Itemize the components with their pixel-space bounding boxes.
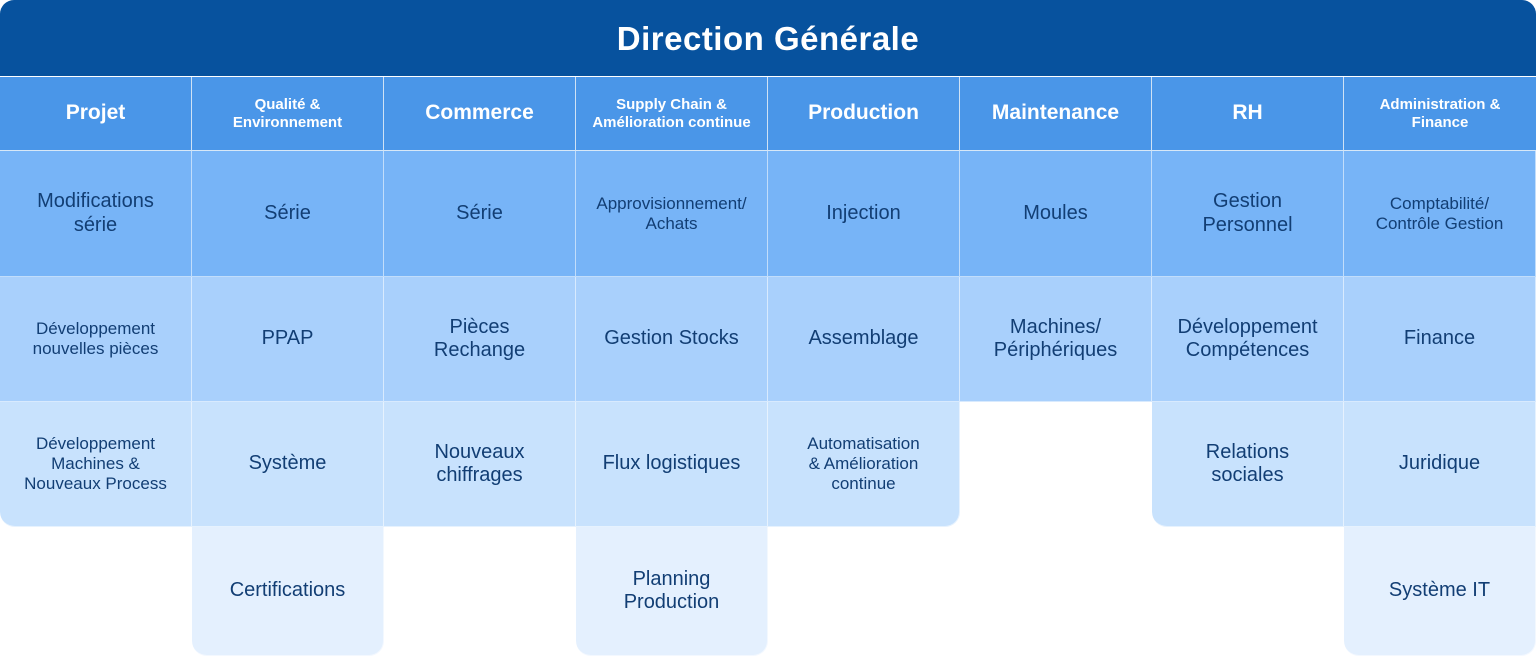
- department-header-adminfin[interactable]: Administration & Finance: [1344, 77, 1536, 151]
- cell-label: Flux logistiques: [602, 452, 741, 475]
- cell-empty-commerce-level4: [384, 527, 576, 656]
- department-header-label: Commerce: [425, 101, 534, 125]
- cell-adminfin-level3[interactable]: Juridique: [1344, 402, 1536, 527]
- department-header-qualite[interactable]: Qualité & Environnement: [192, 77, 384, 151]
- cell-label: Système: [248, 452, 327, 475]
- cell-production-level1[interactable]: Injection: [768, 151, 960, 277]
- cell-production-level2[interactable]: Assemblage: [768, 277, 960, 402]
- cell-label: Finance: [1403, 327, 1476, 350]
- department-header-label: Qualité & Environnement: [232, 95, 343, 131]
- department-grid: Projet Qualité & Environnement Commerce Sup…: [0, 77, 1536, 656]
- cell-supplychain-level1[interactable]: Approvisionnement/ Achats: [576, 151, 768, 277]
- page-title: Direction Générale: [616, 19, 920, 57]
- department-header-production[interactable]: Production: [768, 77, 960, 151]
- top-banner: Direction Générale: [0, 0, 1536, 76]
- department-header-commerce[interactable]: Commerce: [384, 77, 576, 151]
- cell-label: Moules: [1023, 201, 1088, 224]
- cell-label: Pièces Rechange: [433, 315, 526, 361]
- cell-label: Série: [264, 201, 311, 224]
- cell-label: Assemblage: [808, 327, 919, 350]
- cell-supplychain-level3[interactable]: Flux logistiques: [576, 402, 768, 527]
- cell-rh-level3[interactable]: Relations sociales: [1152, 402, 1344, 527]
- department-header-projet[interactable]: Projet: [0, 77, 192, 151]
- cell-label: Développement Machines & Nouveaux Proces…: [24, 434, 167, 493]
- cell-label: Comptabilité/ Contrôle Gestion: [1375, 193, 1504, 233]
- cell-supplychain-level4[interactable]: Planning Production: [576, 527, 768, 656]
- cell-commerce-level3[interactable]: Nouveaux chiffrages: [384, 402, 576, 527]
- cell-label: Développement Compétences: [1177, 315, 1318, 361]
- department-header-rh[interactable]: RH: [1152, 77, 1344, 151]
- cell-empty-projet-level4: [0, 527, 192, 656]
- cell-production-level3[interactable]: Automatisation & Amélioration continue: [768, 402, 960, 527]
- department-header-label: Production: [808, 101, 919, 125]
- cell-label: Certifications: [229, 579, 346, 602]
- cell-qualite-level4[interactable]: Certifications: [192, 527, 384, 656]
- cell-projet-level3[interactable]: Développement Machines & Nouveaux Proces…: [0, 402, 192, 527]
- department-header-label: Maintenance: [991, 101, 1120, 125]
- cell-rh-level2[interactable]: Développement Compétences: [1152, 277, 1344, 402]
- cell-maintenance-level1[interactable]: Moules: [960, 151, 1152, 277]
- cell-qualite-level3[interactable]: Système: [192, 402, 384, 527]
- cell-empty-rh-level4: [1152, 527, 1344, 656]
- department-header-label: Supply Chain & Amélioration continue: [592, 95, 751, 131]
- department-header-label: Projet: [65, 101, 126, 125]
- cell-label: Gestion Stocks: [604, 327, 739, 350]
- cell-label: Injection: [826, 201, 901, 224]
- cell-adminfin-level2[interactable]: Finance: [1344, 277, 1536, 402]
- cell-label: Relations sociales: [1205, 440, 1290, 486]
- cell-label: Série: [456, 201, 503, 224]
- cell-adminfin-level1[interactable]: Comptabilité/ Contrôle Gestion: [1344, 151, 1536, 277]
- cell-commerce-level1[interactable]: Série: [384, 151, 576, 277]
- cell-empty-maintenance-level3: [960, 402, 1152, 527]
- cell-adminfin-level4[interactable]: Système IT: [1344, 527, 1536, 656]
- cell-label: Machines/ Périphériques: [993, 315, 1118, 361]
- cell-label: Modifications série: [37, 190, 154, 236]
- department-header-label: Administration & Finance: [1379, 95, 1501, 131]
- cell-commerce-level2[interactable]: Pièces Rechange: [384, 277, 576, 402]
- cell-empty-maintenance-level4: [960, 527, 1152, 656]
- cell-label: Planning Production: [623, 567, 720, 613]
- cell-label: Automatisation & Amélioration continue: [807, 434, 920, 493]
- cell-supplychain-level2[interactable]: Gestion Stocks: [576, 277, 768, 402]
- cell-qualite-level1[interactable]: Série: [192, 151, 384, 277]
- cell-label: Développement nouvelles pièces: [32, 319, 159, 358]
- cell-label: Approvisionnement/ Achats: [596, 193, 747, 233]
- cell-rh-level1[interactable]: Gestion Personnel: [1152, 151, 1344, 277]
- cell-label: Gestion Personnel: [1202, 190, 1293, 236]
- department-header-supplychain[interactable]: Supply Chain & Amélioration continue: [576, 77, 768, 151]
- cell-projet-level2[interactable]: Développement nouvelles pièces: [0, 277, 192, 402]
- cell-label: PPAP: [261, 327, 314, 350]
- cell-projet-level1[interactable]: Modifications série: [0, 151, 192, 277]
- cell-maintenance-level2[interactable]: Machines/ Périphériques: [960, 277, 1152, 402]
- cell-empty-production-level4: [768, 527, 960, 656]
- cell-qualite-level2[interactable]: PPAP: [192, 277, 384, 402]
- department-header-maintenance[interactable]: Maintenance: [960, 77, 1152, 151]
- cell-label: Juridique: [1398, 452, 1481, 475]
- department-header-label: RH: [1232, 101, 1263, 125]
- cell-label: Nouveaux chiffrages: [434, 440, 525, 486]
- cell-label: Système IT: [1388, 579, 1491, 602]
